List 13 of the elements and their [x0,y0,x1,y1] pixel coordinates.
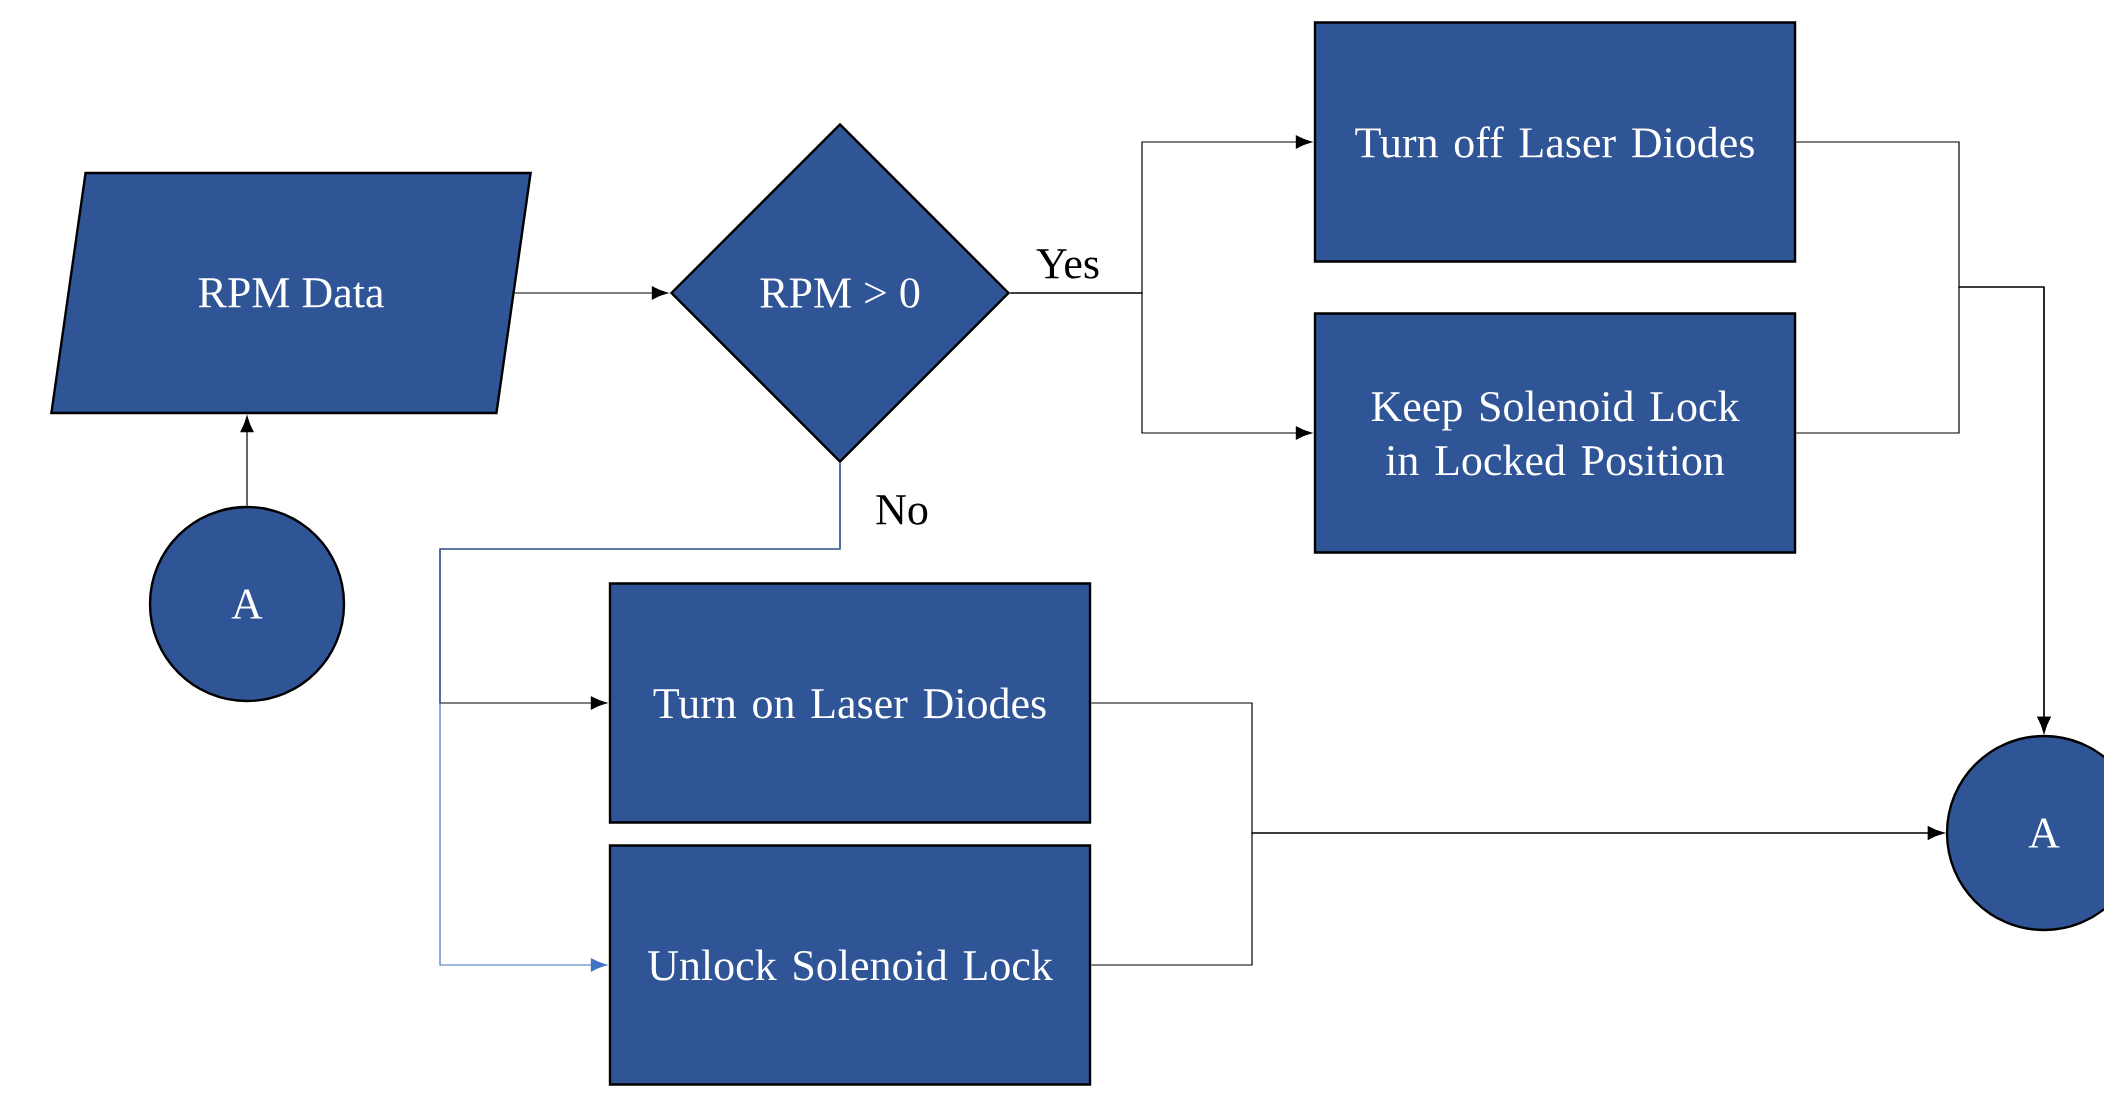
process-box: Turn on Laser Diodes [608,582,1092,824]
arrow [240,416,254,507]
arrow [439,462,841,972]
process-box: Turn off Laser Diodes [1313,21,1797,263]
arrow [1090,826,1945,966]
data-parallelogram: RPM Data [50,171,532,415]
arrow [1795,286,2051,733]
edge-label: Yes [1032,245,1104,283]
process-box: Unlock Solenoid Lock [608,844,1092,1086]
edge-label: No [871,491,933,529]
arrow [1009,292,1312,440]
arrow [514,286,668,300]
process-box: Keep Solenoid Lock in Locked Position [1313,312,1797,554]
